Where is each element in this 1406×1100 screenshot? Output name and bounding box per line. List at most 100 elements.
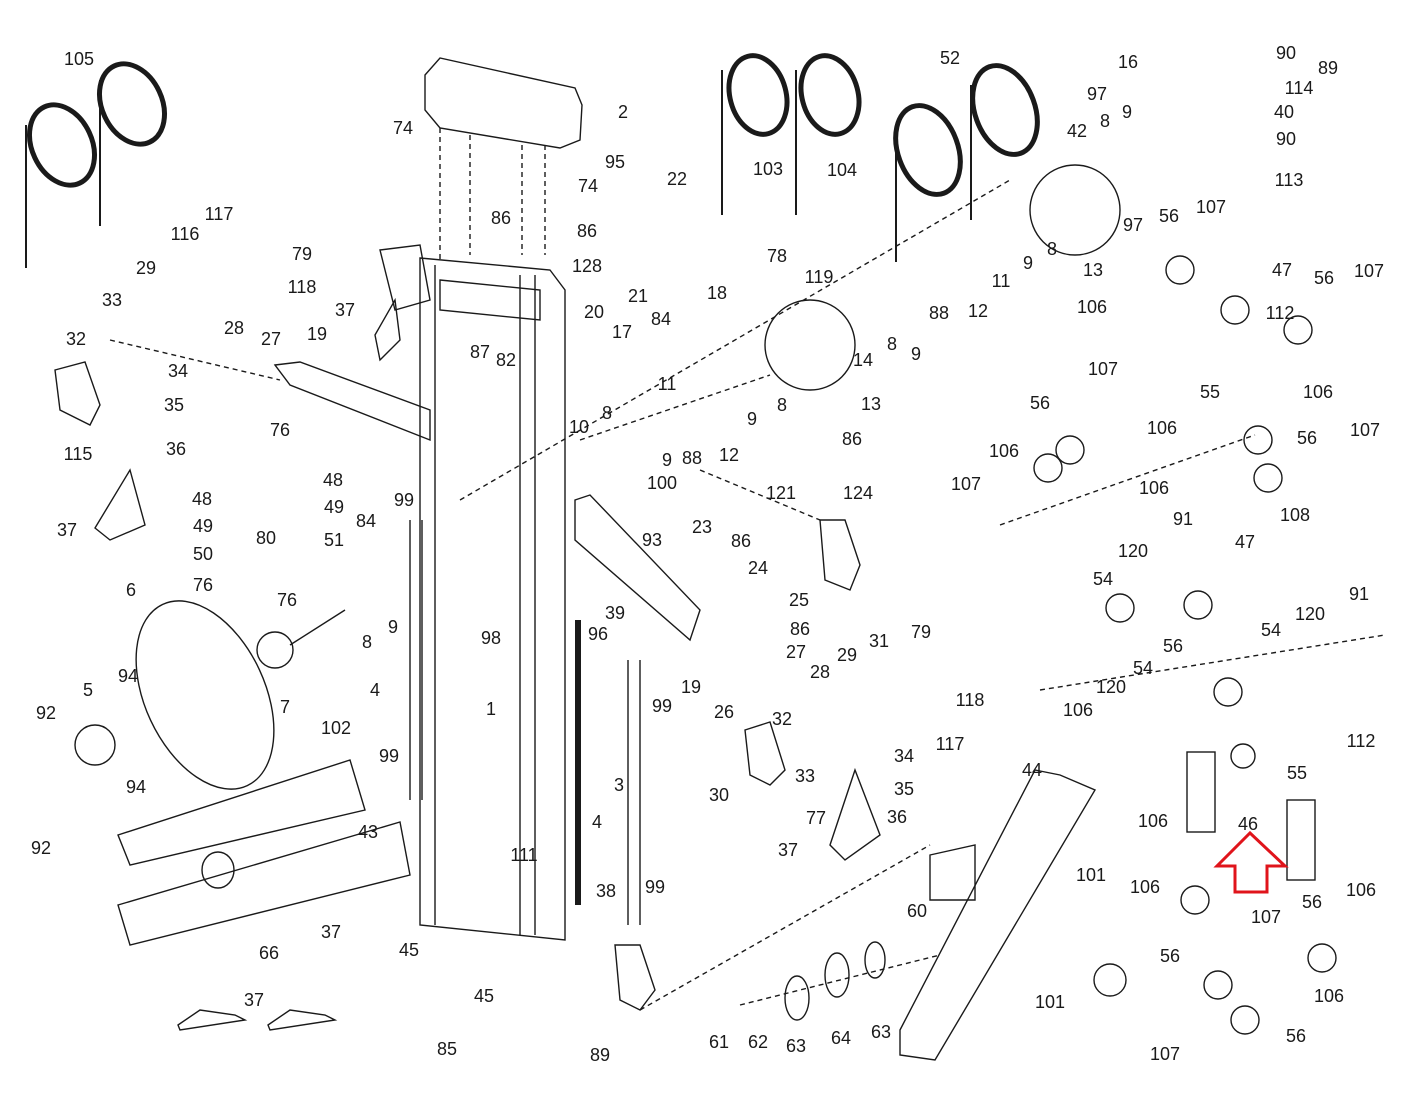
part-label-95: 95: [604, 152, 626, 172]
part-label-106d: 106: [988, 441, 1020, 461]
part-label-37d: 37: [320, 922, 342, 942]
part-label-115: 115: [63, 444, 93, 464]
part-label-107a: 107: [1195, 197, 1227, 217]
part-label-8e: 8: [776, 395, 788, 415]
part-label-8a: 8: [886, 334, 898, 354]
part-label-56d: 56: [1296, 428, 1318, 448]
part-label-91a: 91: [1172, 509, 1194, 529]
part-label-99c: 99: [378, 746, 400, 766]
part-label-124: 124: [842, 483, 874, 503]
pulley-56: [1230, 1005, 1260, 1035]
part-label-13b: 13: [860, 394, 882, 414]
part-label-89b: 89: [589, 1045, 611, 1065]
part-label-63b: 63: [870, 1022, 892, 1042]
part-label-18: 18: [706, 283, 728, 303]
part-label-9a: 9: [910, 344, 922, 364]
part-label-37b: 37: [56, 520, 78, 540]
part-label-7: 7: [279, 697, 291, 717]
part-label-29b: 29: [836, 645, 858, 665]
hub-plate-5: [74, 724, 116, 766]
part-label-14: 14: [852, 350, 874, 370]
part-label-105: 105: [63, 49, 95, 69]
part-label-37a: 37: [334, 300, 356, 320]
part-label-79b: 79: [910, 622, 932, 642]
part-label-82: 82: [495, 350, 517, 370]
part-label-117a: 117: [204, 204, 234, 224]
belt-52: [893, 63, 1040, 262]
part-label-9e: 9: [746, 409, 758, 429]
part-label-108: 108: [1279, 505, 1311, 525]
handle-37-b: [94, 468, 146, 541]
part-label-107c: 107: [1087, 359, 1119, 379]
part-label-119: 119: [804, 267, 834, 287]
part-label-76c: 76: [276, 590, 298, 610]
cable-103: [721, 53, 790, 215]
part-label-39: 39: [604, 603, 626, 623]
seat-pad: [424, 57, 583, 149]
part-label-118b: 118: [955, 690, 985, 710]
part-label-106i: 106: [1345, 880, 1377, 900]
part-label-54a: 54: [1092, 569, 1114, 589]
part-label-9d: 9: [661, 450, 673, 470]
pulley-56: [1183, 590, 1213, 620]
pulley-housing-30: [744, 721, 786, 786]
part-label-13a: 13: [1082, 260, 1104, 280]
part-label-114: 114: [1284, 78, 1314, 98]
part-label-21: 21: [627, 286, 649, 306]
arm-right: [574, 494, 701, 642]
pulley-56: [1220, 295, 1250, 325]
part-label-79a: 79: [291, 244, 313, 264]
pulley-housing: [819, 519, 861, 591]
bracket-60: [929, 844, 976, 901]
pulley-56: [1307, 943, 1337, 973]
part-label-11a: 11: [991, 271, 1011, 291]
part-label-92a: 92: [35, 703, 57, 723]
part-label-55b: 55: [1286, 763, 1308, 783]
pulley-56: [1213, 677, 1243, 707]
part-label-77: 77: [805, 808, 827, 828]
part-label-44: 44: [1021, 760, 1043, 780]
part-label-51: 51: [323, 530, 345, 550]
part-label-36a: 36: [165, 439, 187, 459]
pulley-56: [1033, 453, 1063, 483]
part-label-113: 113: [1274, 170, 1304, 190]
part-label-34a: 34: [167, 361, 189, 381]
part-label-106f: 106: [1062, 700, 1094, 720]
part-label-84a: 84: [650, 309, 672, 329]
part-label-88b: 88: [681, 448, 703, 468]
part-label-38: 38: [595, 881, 617, 901]
part-label-56h: 56: [1285, 1026, 1307, 1046]
part-label-116: 116: [170, 224, 200, 244]
part-label-61: 61: [708, 1032, 730, 1052]
flywheel-hub: [256, 631, 294, 669]
part-label-10: 10: [568, 417, 590, 437]
part-label-85: 85: [436, 1039, 458, 1059]
part-label-107d: 107: [950, 474, 982, 494]
belt-105: [25, 61, 167, 268]
part-label-106a: 106: [1076, 297, 1108, 317]
part-label-28b: 28: [809, 662, 831, 682]
part-label-86d: 86: [730, 531, 752, 551]
part-label-52: 52: [939, 48, 961, 68]
cover-102: [117, 759, 366, 866]
part-label-107b: 107: [1353, 261, 1385, 281]
main-frame: [379, 244, 566, 941]
part-label-97b: 97: [1122, 215, 1144, 235]
pulley-56: [1180, 885, 1210, 915]
part-label-98: 98: [480, 628, 502, 648]
part-label-106j: 106: [1313, 986, 1345, 1006]
part-label-33a: 33: [101, 290, 123, 310]
part-label-86b: 86: [576, 221, 598, 241]
part-label-100: 100: [646, 473, 678, 493]
pulley-56: [1283, 315, 1313, 345]
highlight-arrow: [1213, 830, 1289, 894]
wheel-64: [824, 952, 850, 998]
base-66: [117, 821, 411, 946]
part-label-55a: 55: [1199, 382, 1221, 402]
cable-104: [795, 53, 862, 215]
part-label-86a: 86: [490, 208, 512, 228]
part-label-60: 60: [906, 901, 928, 921]
part-label-20: 20: [583, 302, 605, 322]
part-label-54c: 54: [1132, 658, 1154, 678]
